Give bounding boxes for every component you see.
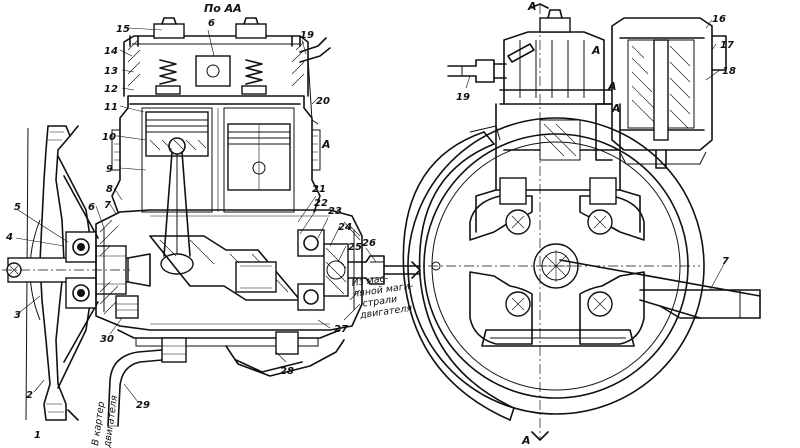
labels: По АА 6 15 14 13 12 11 10 9 8 7 6 5 4 3 … — [5, 0, 736, 448]
oil-outlet-note: В картер двигателя — [90, 393, 120, 448]
head-bolts — [129, 17, 301, 47]
oil-return-pipe — [107, 349, 163, 427]
reference-circle — [431, 261, 441, 271]
leader-lines — [15, 19, 725, 403]
callout-7: 7 — [104, 200, 111, 211]
callout-25: 25 — [348, 242, 362, 253]
section-view — [2, 17, 421, 427]
callout-22: 22 — [314, 198, 328, 209]
section-mark-bottom: А — [521, 434, 531, 447]
callout-17: 17 — [720, 40, 734, 51]
compressor-body — [475, 9, 641, 233]
callout-1: 1 — [34, 430, 41, 441]
callout-6: 6 — [208, 18, 215, 29]
bottom-cover — [117, 329, 345, 377]
cylinder-head — [123, 35, 309, 97]
callout-15: 15 — [116, 24, 130, 35]
callout-16: 16 — [712, 14, 726, 25]
callout-19: 19 — [300, 30, 314, 41]
section-mark-top: А — [527, 0, 537, 13]
section-arrows — [529, 3, 549, 441]
callout-11: 11 — [104, 102, 118, 113]
callout-5: 5 — [14, 202, 21, 213]
callout-27: 27 — [334, 324, 348, 335]
callout-28: 28 — [280, 366, 294, 377]
cylinder-block — [111, 95, 321, 213]
callout-9: 9 — [106, 164, 113, 175]
section-mark-right: А — [321, 138, 331, 151]
callout-7-view: 7 — [722, 256, 729, 267]
callout-8: 8 — [106, 184, 113, 195]
side-inlet-pipe — [447, 43, 535, 83]
crank-webs — [149, 235, 301, 301]
callout-12: 12 — [104, 84, 118, 95]
right-piston — [227, 123, 291, 191]
bolt-30 — [115, 295, 139, 319]
callout-30: 30 — [100, 334, 114, 345]
crankcase — [95, 209, 363, 331]
air-filter-housing — [595, 17, 727, 169]
end-view — [402, 3, 761, 441]
discharge-pipe — [299, 37, 331, 125]
callout-6-lower: 6 — [88, 202, 95, 213]
callout-4: 4 — [5, 232, 13, 243]
callout-24: 24 — [338, 222, 352, 233]
callout-20: 20 — [316, 96, 330, 107]
callout-23: 23 — [328, 206, 342, 217]
pulley-windows — [469, 195, 645, 345]
callout-13: 13 — [104, 66, 118, 77]
section-title: По АА — [204, 2, 242, 15]
left-piston — [145, 111, 209, 275]
callout-26: 26 — [362, 238, 376, 249]
callout-18: 18 — [722, 66, 736, 77]
callout-19-view: 19 — [456, 92, 470, 103]
callout-3: 3 — [14, 310, 21, 321]
callout-2: 2 — [26, 390, 33, 401]
rear-bearing — [297, 229, 349, 311]
base-rail — [481, 329, 635, 347]
callout-29: 29 — [136, 400, 150, 411]
section-mark-inner: А — [611, 102, 621, 115]
belt-guard — [402, 125, 515, 421]
callout-14: 14 — [104, 46, 118, 57]
oil-inlet-note: Из мас- ляной маги- страли двигателя — [350, 269, 420, 322]
callout-21: 21 — [312, 184, 326, 195]
callout-10: 10 — [102, 132, 116, 143]
section-mark-head: А — [591, 44, 601, 57]
section-mark-view-mid: А — [607, 80, 617, 93]
